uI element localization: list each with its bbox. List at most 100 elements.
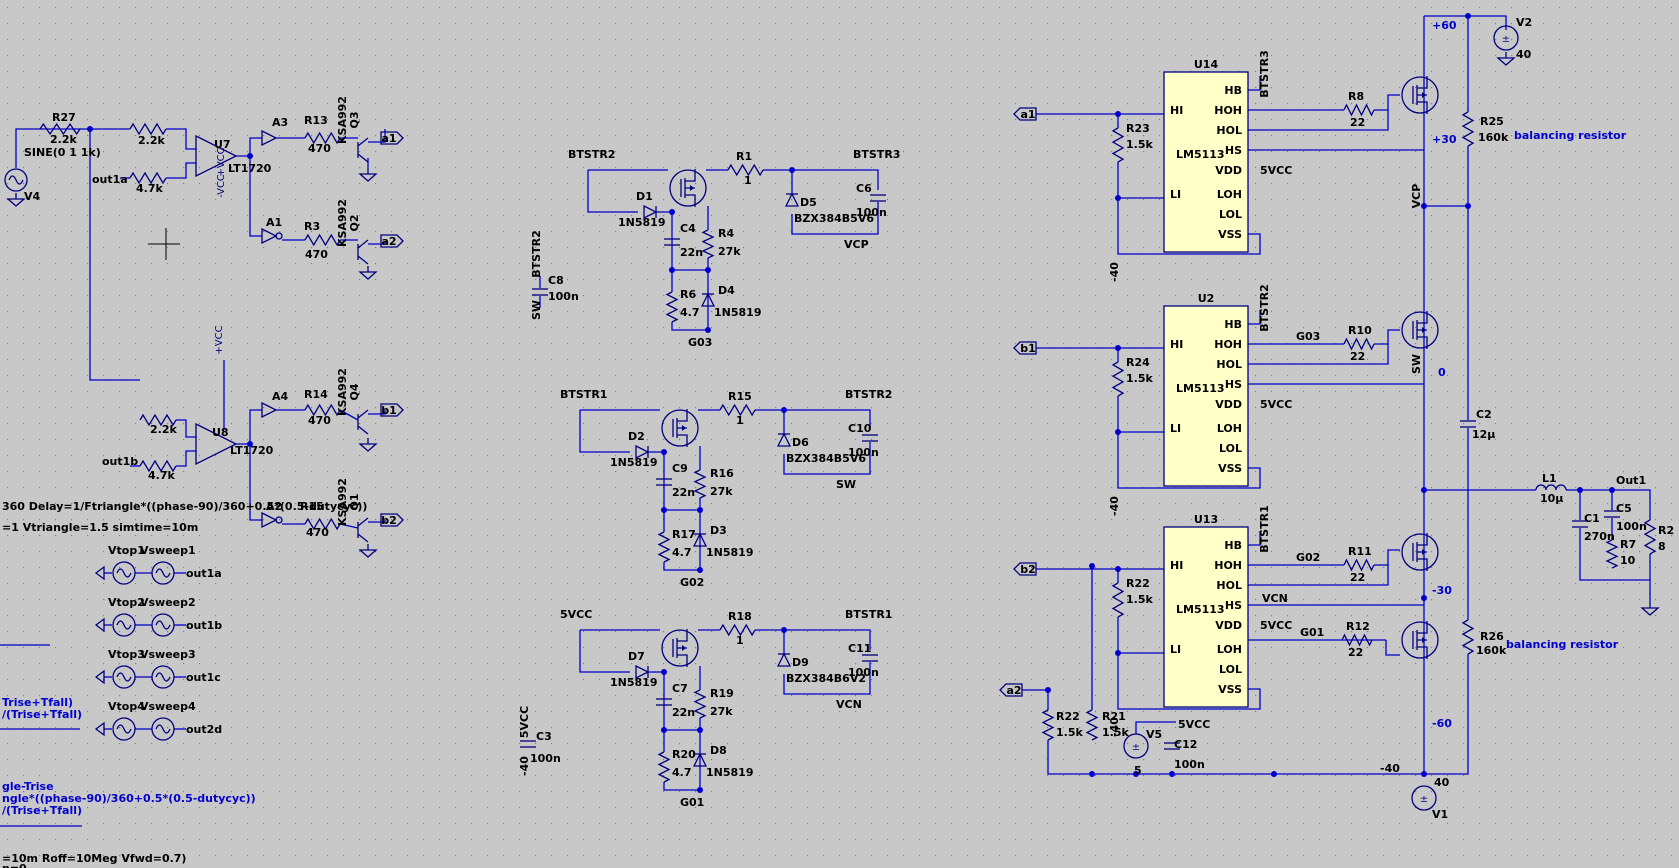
ic-vdd: 5VCC xyxy=(1260,164,1292,177)
source-v1: ± xyxy=(1420,794,1428,805)
stage-in: BTSTR1 xyxy=(560,388,607,401)
stage-mosfet xyxy=(680,169,696,207)
stage-d-value: 1N5819 xyxy=(610,456,657,469)
wire xyxy=(791,202,879,235)
junction-dot xyxy=(661,507,667,513)
r7 xyxy=(1605,539,1619,569)
buffer-a2 xyxy=(261,511,278,529)
stage-out: BTSTR1 xyxy=(845,608,892,621)
ic-gate-net: G03 xyxy=(1296,330,1320,343)
ic-rin-ref: R22 xyxy=(1126,577,1150,590)
r2-value: 8 xyxy=(1658,540,1666,553)
ic-rin-ref: R23 xyxy=(1126,122,1150,135)
stage-co-ref: C10 xyxy=(848,422,872,435)
q1 xyxy=(357,517,369,543)
a1-ref: A1 xyxy=(266,216,282,229)
port-flag xyxy=(380,234,404,248)
v1-value: 40 xyxy=(1434,776,1450,789)
sine-source xyxy=(116,620,132,630)
stage-out: BTSTR3 xyxy=(853,148,900,161)
r3-ref: R3 xyxy=(304,220,320,233)
stage-rg xyxy=(693,689,707,719)
directive-7: /(Trise+Tfall) xyxy=(2,804,82,817)
stage-c-ref: C9 xyxy=(672,462,688,475)
u8-ref: U8 xyxy=(212,426,229,439)
port-flag xyxy=(380,513,404,527)
sweep-net-2: out1c xyxy=(186,671,221,684)
junction-dot xyxy=(1089,563,1095,569)
stage-rl-value: 4.7 xyxy=(680,306,700,319)
r-fb1-value: 4.7k xyxy=(136,182,163,195)
components: ±±± xyxy=(0,25,1660,827)
directive-5: gle-Trise xyxy=(2,780,54,793)
ic-pin-HB: HB xyxy=(1224,318,1242,331)
ic-rgate xyxy=(1343,337,1375,351)
ic-ref: U2 xyxy=(1198,292,1215,305)
mosfet-q-lo2 xyxy=(1422,637,1426,643)
sine-source xyxy=(4,168,28,192)
mosfet-q-hi2 xyxy=(1422,549,1426,555)
v5-ref: V5 xyxy=(1146,728,1162,741)
ic-pin-hi: HI xyxy=(1170,104,1183,117)
junction-dot xyxy=(1271,771,1277,777)
wire xyxy=(783,662,871,695)
a4-ref: A4 xyxy=(272,390,289,403)
ic-pin-hi: HI xyxy=(1170,559,1183,572)
a3-ref: A3 xyxy=(272,116,288,129)
r27 xyxy=(39,122,81,136)
stage-r xyxy=(727,163,764,177)
sweep-net-0: out1a xyxy=(186,567,222,580)
stage-dl-value: 1N5819 xyxy=(714,306,761,319)
comparator-u7 xyxy=(195,134,238,178)
source-v5 xyxy=(1123,733,1149,759)
r-fb2-value: 4.7k xyxy=(148,469,175,482)
stage-dl-value: 1N5819 xyxy=(706,546,753,559)
port-a2: a2 xyxy=(381,235,396,248)
wire xyxy=(176,450,196,467)
ic-pin-LOL: LOL xyxy=(1219,663,1242,676)
ic-rin xyxy=(1111,127,1125,163)
r21-value: 1.5k xyxy=(1102,726,1129,739)
stage-rg xyxy=(693,469,707,499)
stage-dl-ref: D3 xyxy=(710,524,727,537)
r25-label: balancing resistor xyxy=(1514,129,1627,142)
ic-pin-VSS: VSS xyxy=(1218,683,1242,696)
stage-gate: G02 xyxy=(680,576,704,589)
sine-source xyxy=(116,724,132,734)
ic-rgate-ref: R11 xyxy=(1348,545,1372,558)
stage-r-value: 1 xyxy=(736,414,744,427)
u7-vee: -VCC xyxy=(216,174,227,198)
c5-ref: C5 xyxy=(1616,502,1632,515)
sweep-b-1: Vsweep2 xyxy=(140,596,196,609)
mosfet-q-hi1 xyxy=(1412,76,1428,114)
sine-source xyxy=(151,665,175,689)
r22-ref: R22 xyxy=(1056,710,1080,723)
stage-z-ref: D6 xyxy=(792,436,809,449)
comparator-u8 xyxy=(195,422,238,466)
source-v2: ± xyxy=(1502,34,1510,45)
stage-mosfet xyxy=(672,629,688,667)
stage-dl-ref: D4 xyxy=(718,284,735,297)
rail-minus60: -60 xyxy=(1432,717,1452,730)
r15b-value: 470 xyxy=(306,526,329,539)
r27-value: 2.2k xyxy=(50,133,77,146)
ic-pin-HS: HS xyxy=(1225,599,1242,612)
wire xyxy=(1117,198,1261,255)
r-fb1 xyxy=(129,171,167,185)
u7-vcc: +VCC xyxy=(216,147,227,176)
arrow-flag xyxy=(94,617,105,633)
ic-pin-VSS: VSS xyxy=(1218,462,1242,475)
stage-zener xyxy=(776,652,792,667)
wire xyxy=(1424,15,1507,30)
inductor-l1 xyxy=(1535,484,1567,491)
sweep-net-3: out2d xyxy=(186,723,222,736)
ic-hb: BTSTR3 xyxy=(1258,50,1271,97)
stage-diode xyxy=(635,444,650,460)
wire xyxy=(236,409,262,445)
source-v1 xyxy=(1411,785,1437,811)
ic-rin-value: 1.5k xyxy=(1126,372,1153,385)
junction-dot xyxy=(247,153,253,159)
